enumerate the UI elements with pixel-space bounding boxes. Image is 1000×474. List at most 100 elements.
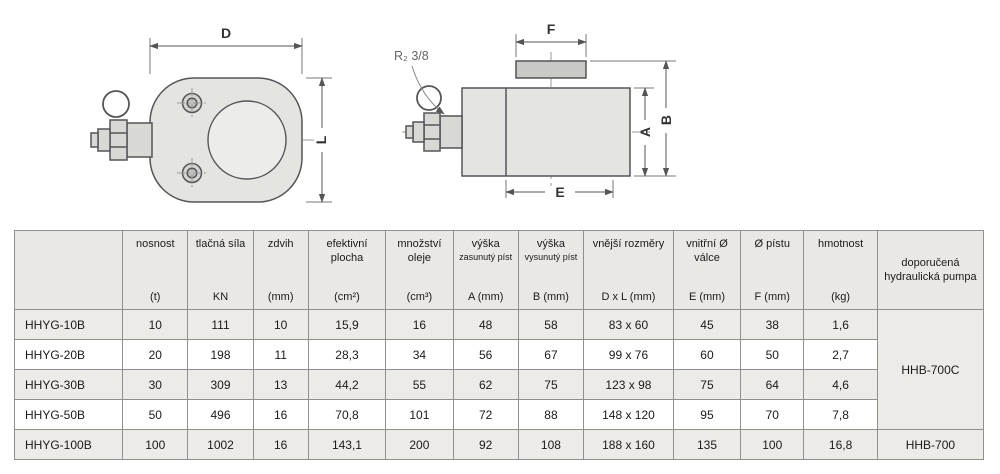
value-cell: 200 xyxy=(385,429,454,460)
table-row: HHYG-50B 50 496 16 70,8 101 72 88 148 x … xyxy=(13,399,984,430)
value-cell: 56 xyxy=(452,339,519,370)
value-cell: 75 xyxy=(672,369,742,400)
table-row: HHYG-20B 20 198 11 28,3 34 56 67 99 x 76… xyxy=(13,339,984,370)
value-cell: 44,2 xyxy=(307,369,387,400)
value-cell: 10 xyxy=(122,309,189,340)
value-cell: 198 xyxy=(187,339,254,370)
value-cell: 28,3 xyxy=(307,339,387,370)
side-body xyxy=(461,87,631,177)
value-cell: 88 xyxy=(517,399,585,430)
value-cell: 13 xyxy=(252,369,309,400)
thread-callout-leader xyxy=(411,65,445,115)
coupler-handle-ring xyxy=(416,85,442,111)
value-cell: 111 xyxy=(187,309,254,340)
cylinder-front-view: D L xyxy=(90,25,332,203)
col-header-zdvih: zdvih(mm) xyxy=(252,230,309,310)
cylinder-drawings: D L xyxy=(90,21,676,203)
value-cell: 70,8 xyxy=(307,399,387,430)
value-cell: 100 xyxy=(740,429,805,460)
dimension-A-label: A xyxy=(637,127,653,137)
value-cell: 92 xyxy=(452,429,519,460)
value-cell: 101 xyxy=(385,399,454,430)
value-cell: 83 x 60 xyxy=(583,309,674,340)
value-cell: 70 xyxy=(740,399,805,430)
col-header-mnozstvi-oleje: množství oleje(cm³) xyxy=(385,230,454,310)
col-header-efektivni-plocha: efektivní plocha(cm²) xyxy=(307,230,387,310)
value-cell: 16,8 xyxy=(803,429,878,460)
value-cell: 62 xyxy=(452,369,519,400)
table-row: HHYG-30B 30 309 13 44,2 55 62 75 123 x 9… xyxy=(13,369,984,400)
dimension-E xyxy=(505,180,614,198)
pump-cell: HHB-700 xyxy=(876,429,985,460)
value-cell: 1,6 xyxy=(803,309,878,340)
value-cell: 148 x 120 xyxy=(583,399,674,430)
value-cell: 16 xyxy=(252,429,309,460)
value-cell: 11 xyxy=(252,339,309,370)
cylinder-side-view: R₂ 3/8 F A B xyxy=(394,21,676,200)
dimension-E-label: E xyxy=(555,184,564,200)
model-cell: HHYG-10B xyxy=(13,309,124,340)
value-cell: 58 xyxy=(517,309,585,340)
value-cell: 64 xyxy=(740,369,805,400)
col-header-pumpa: doporučená hydraulická pumpa xyxy=(876,230,985,310)
dimension-D xyxy=(149,38,303,74)
coupler-handle-ring xyxy=(102,90,130,118)
value-cell: 16 xyxy=(252,399,309,430)
table-body: HHYG-10B 10 111 10 15,9 16 48 58 83 x 60… xyxy=(13,309,985,460)
value-cell: 50 xyxy=(740,339,805,370)
value-cell: 496 xyxy=(187,399,254,430)
value-cell: 143,1 xyxy=(307,429,387,460)
dimension-B xyxy=(590,60,676,177)
front-bolt-hole-top xyxy=(177,88,207,118)
dimension-F-label: F xyxy=(547,21,556,37)
value-cell: 16 xyxy=(385,309,454,340)
value-cell: 72 xyxy=(452,399,519,430)
value-cell: 38 xyxy=(740,309,805,340)
dimension-B-label: B xyxy=(658,115,674,125)
col-header-model xyxy=(13,230,124,310)
dimension-L xyxy=(306,77,332,203)
table-row: HHYG-10B 10 111 10 15,9 16 48 58 83 x 60… xyxy=(13,309,985,430)
value-cell: 67 xyxy=(517,339,585,370)
model-cell: HHYG-50B xyxy=(13,399,124,430)
dimension-F xyxy=(515,34,587,57)
value-cell: 75 xyxy=(517,369,585,400)
pump-cell: HHB-700C xyxy=(876,309,985,430)
dimension-D-label: D xyxy=(221,25,231,41)
front-bolt-hole-bottom xyxy=(177,158,207,188)
front-coupler-fitting xyxy=(90,90,153,161)
value-cell: 10 xyxy=(252,309,309,340)
value-cell: 309 xyxy=(187,369,254,400)
value-cell: 108 xyxy=(517,429,585,460)
value-cell: 135 xyxy=(672,429,742,460)
side-saddle-plate xyxy=(515,60,587,79)
value-cell: 15,9 xyxy=(307,309,387,340)
value-cell: 4,6 xyxy=(803,369,878,400)
model-cell: HHYG-100B xyxy=(13,429,124,460)
value-cell: 55 xyxy=(385,369,454,400)
value-cell: 45 xyxy=(672,309,742,340)
front-piston-circle xyxy=(207,100,287,180)
value-cell: 188 x 160 xyxy=(583,429,674,460)
col-header-nosnost: nosnost(t) xyxy=(122,230,189,310)
value-cell: 95 xyxy=(672,399,742,430)
value-cell: 48 xyxy=(452,309,519,340)
value-cell: 50 xyxy=(122,399,189,430)
value-cell: 2,7 xyxy=(803,339,878,370)
table-row: HHYG-100B 100 1002 16 143,1 200 92 108 1… xyxy=(13,429,985,460)
value-cell: 34 xyxy=(385,339,454,370)
value-cell: 1002 xyxy=(187,429,254,460)
dimension-L-label: L xyxy=(313,135,329,144)
value-cell: 30 xyxy=(122,369,189,400)
model-cell: HHYG-30B xyxy=(13,369,124,400)
value-cell: 60 xyxy=(672,339,742,370)
